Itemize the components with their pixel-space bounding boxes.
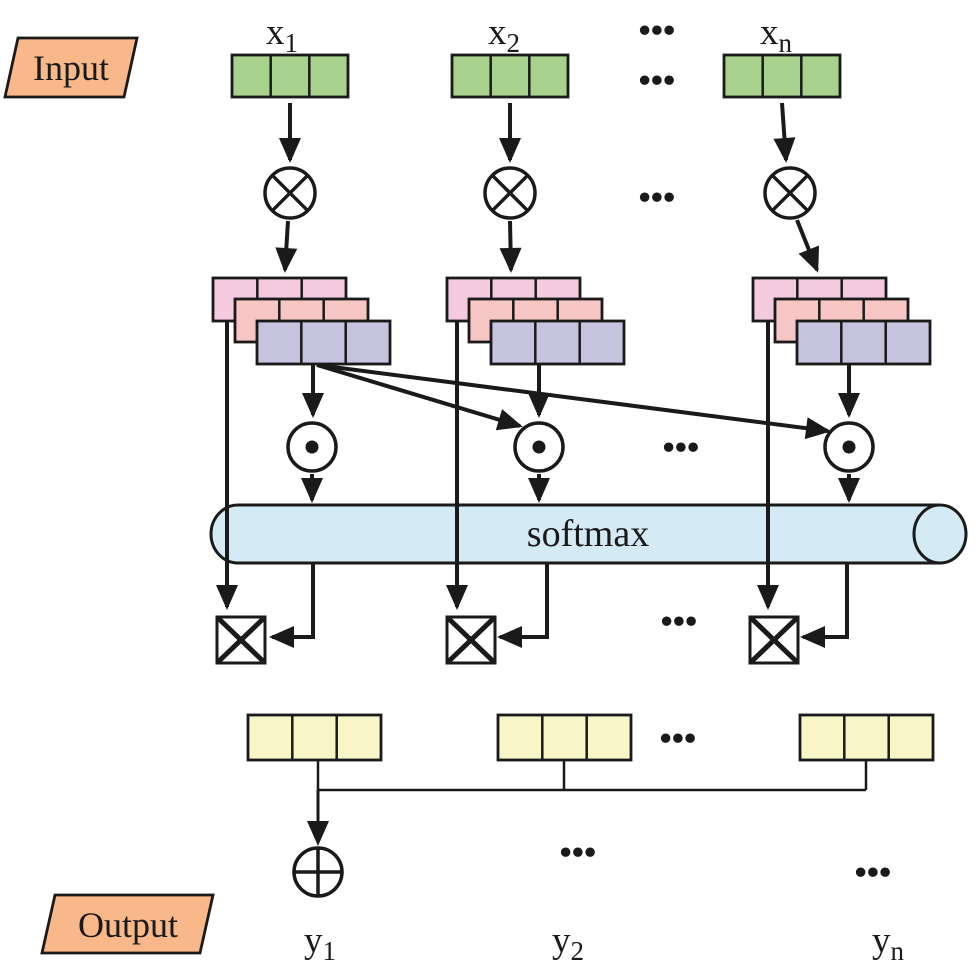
arrow-multiply1-to-stack: [275, 220, 298, 273]
multiply-icon-1: [263, 166, 317, 220]
output-vector-1: [246, 713, 383, 762]
arrow-stack1-to-dot2: [316, 363, 523, 431]
scale-icon-2: [445, 615, 497, 665]
arrow-xn-to-multiply: [773, 102, 796, 163]
scale-icon-1: [215, 615, 267, 665]
multiply-icon-2: [483, 166, 537, 220]
projection-stack-n: [751, 276, 932, 366]
ellipsis-top-1: •••: [636, 16, 675, 47]
ellipsis-marks: ••• ••• ••• ••• ••• ••• ••• •••: [557, 16, 896, 889]
x1-label: x1: [266, 12, 298, 58]
input-tag-shape: [3, 36, 139, 99]
arrow-softmax-to-scale2: [497, 563, 549, 648]
input-tag: Input: [3, 36, 139, 99]
yn-label: yn: [872, 920, 905, 966]
arrow-multiplyn-to-stack: [795, 219, 820, 273]
y2-label: y2: [552, 920, 584, 966]
projection-stack-1: [211, 276, 392, 366]
input-vector-x2: [450, 53, 570, 99]
ellipsis-top-2: •••: [636, 66, 675, 97]
ellipsis-dot-row: •••: [660, 433, 699, 464]
input-vector-xn: [722, 53, 842, 99]
output-tag-label: Output: [78, 905, 178, 945]
merge-bus: [307, 760, 868, 846]
ellipsis-multiply-row: •••: [636, 183, 675, 214]
arrow-stack1-to-dotn: [316, 363, 831, 440]
output-vector-2: [496, 713, 633, 762]
softmax-bar-endcap: [912, 503, 968, 565]
input-tag-label: Input: [33, 48, 109, 88]
scale-icon-n: [748, 615, 800, 665]
output-vector-n: [798, 713, 935, 762]
x-labels: x1 x2 xn: [266, 12, 793, 58]
value-vector-2: [489, 319, 626, 366]
softmax-bar-body: [209, 503, 940, 565]
ellipsis-output-row: •••: [657, 724, 696, 755]
dot-product-icon-2: [513, 421, 565, 473]
sum-icon: [292, 846, 344, 898]
arrow-multiply2-to-stack: [499, 220, 522, 273]
output-tag: Output: [40, 893, 215, 955]
ellipsis-scale-row: •••: [658, 607, 697, 638]
softmax-bar: softmax: [209, 503, 968, 565]
dot-product-icon-1: [286, 421, 338, 473]
arrow-softmax-to-scale1: [269, 563, 315, 648]
value-vector-1: [255, 319, 392, 366]
y-labels: y1 y2 yn: [304, 920, 905, 966]
multiply-icon-n: [763, 166, 817, 220]
value-vector-n: [795, 319, 932, 366]
input-vector-x1: [230, 53, 350, 99]
projection-stack-2: [445, 276, 626, 366]
xn-label: xn: [760, 12, 793, 58]
output-tag-shape: [40, 893, 215, 955]
y1-label: y1: [304, 920, 336, 966]
ellipsis-bottom-2: •••: [852, 858, 891, 889]
dot-product-icon-n: [823, 421, 875, 473]
arrow-softmax-to-scalen: [800, 563, 849, 648]
x2-label: x2: [488, 12, 520, 58]
ellipsis-bottom-1: •••: [557, 838, 596, 869]
softmax-label: softmax: [527, 513, 649, 555]
